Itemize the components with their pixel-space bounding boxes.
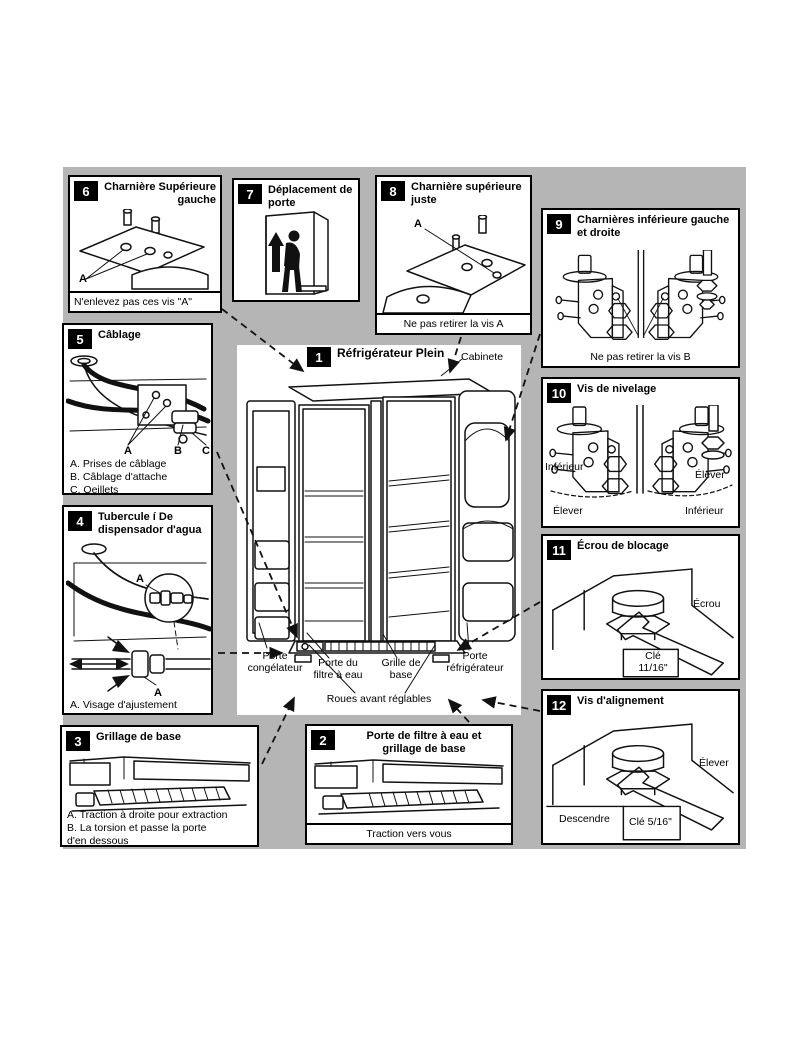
panel-5-legend: A. Prises de câblage B. Câblage d'attach…: [70, 458, 168, 496]
panel-8-upper-right-hinge: 8 Charnière supérieure juste A Ne pas re…: [375, 175, 532, 335]
water-tube-illustration: [66, 543, 213, 692]
panel-2-title: Porte de filtre à eau et grillage de bas…: [366, 730, 482, 755]
wiring-illustration: [66, 355, 211, 446]
step-2-badge: 2: [311, 730, 335, 750]
step-1-badge: 1: [307, 347, 331, 367]
step-12-badge: 12: [547, 695, 571, 715]
panel-2-caption: Traction vers vous: [307, 823, 511, 843]
panel-3-base-grille: 3 Grillage de base A. Traction à droite …: [60, 725, 259, 847]
panel-4-water-dispenser-tube: 4 Tubercule í De dispensador d'agua: [62, 505, 213, 715]
panel-5-title: Câblage: [98, 329, 141, 341]
panel-9-caption: Ne pas retirer la vis B: [590, 351, 691, 363]
label-raise: Élever: [699, 757, 729, 769]
panel-3-title: Grillage de base: [96, 731, 181, 743]
label-lower-bottom-right: Inférieur: [685, 505, 724, 517]
step-10-badge: 10: [547, 383, 571, 403]
panel-6-title: Charnière Supérieure gauche: [104, 181, 216, 206]
panel-10-leveling-screws: 10 Vis de nivelage Inférieur Élever Élev…: [541, 377, 740, 528]
step-3-badge: 3: [66, 731, 90, 751]
step-9-badge: 9: [547, 214, 571, 234]
step-11-badge: 11: [547, 540, 571, 560]
alignment-screw-illustration: [546, 723, 734, 841]
label-freezer-door: Porte congélateur: [247, 650, 303, 675]
label-a: A: [79, 273, 87, 285]
door-removal-illustration: [265, 211, 329, 295]
panel-11-title: Écrou de blocage: [577, 540, 669, 552]
panel-9-lower-hinges: 9 Charnières inférieure gauche et droite…: [541, 208, 740, 368]
label-wrench-size: Clé 5/16": [629, 816, 672, 828]
step-6-badge: 6: [74, 181, 98, 201]
panel-4-legend: A. Visage d'ajustement: [70, 699, 177, 711]
panel-7-door-removal: 7 Déplacement de porte: [232, 178, 360, 302]
panel-6-caption: N'enlevez pas ces vis "A": [70, 291, 220, 311]
label-raise-right: Élever: [695, 469, 725, 481]
panel-11-lock-nut: 11 Écrou de blocage Écrou Clé 11/16": [541, 534, 740, 680]
panel-9-title: Charnières inférieure gauche et droite: [577, 214, 730, 239]
label-front-rollers: Roues avant réglables: [326, 693, 432, 705]
step-7-badge: 7: [238, 184, 262, 204]
label-water-filter-door: Porte du filtre à eau: [313, 657, 363, 682]
label-wrench-size: Clé 11/16": [638, 650, 668, 675]
filter-door-grille-illustration: [314, 759, 504, 815]
label-raise-bottom-left: Élever: [553, 505, 583, 517]
label-a: A: [136, 573, 144, 585]
panel-3-legend: A. Traction à droite pour extraction B. …: [67, 809, 228, 847]
panel-7-title: Déplacement de porte: [268, 184, 353, 209]
label-a: A: [124, 445, 132, 457]
label-b: B: [174, 445, 182, 457]
label-nut: Écrou: [693, 598, 721, 610]
label-a: A: [414, 218, 422, 230]
panel-10-title: Vis de nivelage: [577, 383, 657, 395]
panel-12-alignment-screw: 12 Vis d'alignement Élever Descendre Clé…: [541, 689, 740, 845]
upper-right-hinge-illustration: [382, 215, 526, 314]
label-fridge-door: Porte réfrigérateur: [446, 650, 504, 675]
label-base-grille: Grille de base: [381, 657, 421, 682]
upper-left-hinge-illustration: [79, 209, 209, 290]
panel-2-water-filter-door: 2 Porte de filtre à eau et grillage de b…: [305, 724, 513, 845]
label-a: A: [154, 687, 162, 699]
label-lower-left: Inférieur: [545, 461, 584, 473]
panel-8-title: Charnière supérieure juste: [411, 181, 522, 206]
panel-12-title: Vis d'alignement: [577, 695, 664, 707]
panel-6-upper-left-hinge: 6 Charnière Supérieure gauche A N'enleve…: [68, 175, 222, 313]
base-grille-illustration: [69, 756, 251, 812]
panel-5-wiring: 5 Câblage A B C A. Prises de câblage: [62, 323, 213, 496]
panel-4-title: Tubercule í De dispensador d'agua: [98, 511, 202, 536]
lower-hinges-illustration: [555, 250, 726, 340]
panel-1-full-refrigerator: 1 Réfrigérateur Plein Cabinete: [237, 345, 521, 715]
label-c: C: [202, 445, 210, 457]
panel-1-title: Réfrigérateur Plein: [337, 346, 445, 360]
step-5-badge: 5: [68, 329, 92, 349]
label-lower: Descendre: [559, 813, 610, 825]
step-8-badge: 8: [381, 181, 405, 201]
panel-8-caption: Ne pas retirer la vis A: [377, 313, 530, 333]
leveling-screws-illustration: [549, 405, 733, 498]
label-cabinet: Cabinete: [461, 351, 504, 363]
step-4-badge: 4: [68, 511, 92, 531]
lock-nut-illustration: [552, 568, 734, 678]
